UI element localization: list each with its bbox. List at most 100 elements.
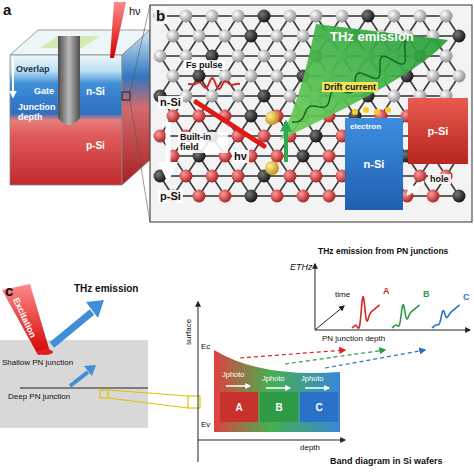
electron-dots xyxy=(385,107,391,113)
silicon-lattice xyxy=(414,170,427,183)
silicon-lattice xyxy=(258,90,271,103)
silicon-lattice xyxy=(284,90,297,103)
silicon-lattice xyxy=(453,30,466,43)
fs-pulse-wave xyxy=(188,78,240,89)
silicon-lattice xyxy=(284,170,297,183)
panel-frame xyxy=(150,5,472,222)
silicon-lattice xyxy=(440,10,453,23)
carrier-label: electron xyxy=(350,122,381,131)
thz-arrows xyxy=(84,365,96,376)
n-si-block: n-Si xyxy=(345,118,403,210)
silicon-lattice xyxy=(310,130,323,143)
panel-letter: a xyxy=(3,1,11,18)
silicon-lattice xyxy=(310,170,323,183)
silicon-lattice xyxy=(258,10,271,23)
device-block xyxy=(122,92,130,100)
silicon-lattice xyxy=(297,30,310,43)
surface-axis xyxy=(198,302,199,462)
photocurrent-arrows xyxy=(305,387,329,389)
current-label: Jphoto xyxy=(262,375,285,384)
silicon-lattice xyxy=(440,50,453,63)
silicon-lattice xyxy=(258,50,271,63)
node-text: B xyxy=(275,402,282,413)
band-slab xyxy=(214,350,340,432)
zoom-lines xyxy=(100,390,200,408)
silicon-lattice xyxy=(206,10,219,23)
silicon-lattice xyxy=(271,70,284,83)
current-label: Drift current xyxy=(322,82,378,92)
trace-axes xyxy=(315,264,316,330)
silicon-lattice xyxy=(284,10,297,23)
junction-label: Deep PN junction xyxy=(8,392,70,401)
hole-arrow xyxy=(408,182,424,194)
photocurrent-arrows xyxy=(226,386,329,388)
silicon-lattice xyxy=(453,70,466,83)
silicon-lattice xyxy=(245,70,258,83)
thz-traces xyxy=(432,305,460,328)
zoom-lines xyxy=(100,390,108,398)
region-label: p-Si xyxy=(158,190,183,203)
axis-label: depth xyxy=(300,443,320,452)
band-edge-label: Ec xyxy=(201,342,210,351)
photon-symbol: hν xyxy=(129,5,141,18)
photocurrent-arrows xyxy=(226,385,250,387)
silicon-lattice xyxy=(206,170,219,183)
zoom-lines xyxy=(108,398,188,408)
current-label: Jphoto xyxy=(301,375,324,384)
electron-dots xyxy=(352,109,358,115)
silicon-lattice xyxy=(336,10,349,23)
node-text: A xyxy=(235,402,242,413)
silicon-lattice xyxy=(245,110,258,123)
plot-title: Band diagram in Si wafers xyxy=(330,456,443,466)
silicon-lattice xyxy=(427,190,440,203)
device-block xyxy=(130,5,150,92)
silicon-lattice xyxy=(453,190,466,203)
drift-arrow xyxy=(284,122,288,162)
node-text: n-Si xyxy=(364,158,385,170)
si-wafer xyxy=(0,340,148,428)
p-si-block: p-Si xyxy=(408,98,468,164)
node-text: C xyxy=(315,402,322,413)
device-block xyxy=(122,30,150,185)
band-block: B xyxy=(260,392,298,422)
zoom-lines xyxy=(108,390,188,396)
mapping-arrows xyxy=(240,350,345,358)
panel-letter: c xyxy=(5,282,13,299)
laser-beam xyxy=(110,2,126,58)
silicon-lattice xyxy=(362,10,375,23)
axis-label: surface xyxy=(184,319,193,345)
silicon-lattice xyxy=(271,30,284,43)
trace-axes xyxy=(315,306,344,330)
silicon-lattice xyxy=(154,170,167,183)
trace-label: C xyxy=(463,292,470,302)
silicon-lattice xyxy=(219,30,232,43)
silicon-lattice xyxy=(271,190,284,203)
mapping-arrows xyxy=(240,350,425,368)
region-label: n-Si xyxy=(158,96,183,109)
band-edge-label: Ev xyxy=(201,420,210,429)
silicon-lattice xyxy=(323,190,336,203)
region-label: p-Si xyxy=(86,140,105,152)
photocurrent-arrows xyxy=(266,387,290,389)
silicon-lattice xyxy=(245,190,258,203)
electron-dots xyxy=(352,107,391,115)
hole-sphere xyxy=(265,161,279,175)
device-block xyxy=(10,5,150,222)
trace-label: A xyxy=(383,286,390,296)
built-in-field-arrow xyxy=(166,122,171,178)
mapping-arrows xyxy=(285,350,385,364)
junction-label: Shallow PN junction xyxy=(2,358,73,367)
node-text: p-Si xyxy=(428,125,449,137)
overlap-label: Overlap xyxy=(16,64,50,74)
silicon-lattice xyxy=(245,30,258,43)
silicon-lattice xyxy=(180,170,193,183)
silicon-lattice xyxy=(297,150,310,163)
silicon-lattice xyxy=(167,70,180,83)
current-label: Jphoto xyxy=(222,371,245,380)
silicon-lattice xyxy=(167,30,180,43)
field-label: Built-in field xyxy=(178,132,228,153)
silicon-lattice xyxy=(388,90,401,103)
silicon-lattice xyxy=(193,30,206,43)
silicon-lattice xyxy=(206,90,219,103)
